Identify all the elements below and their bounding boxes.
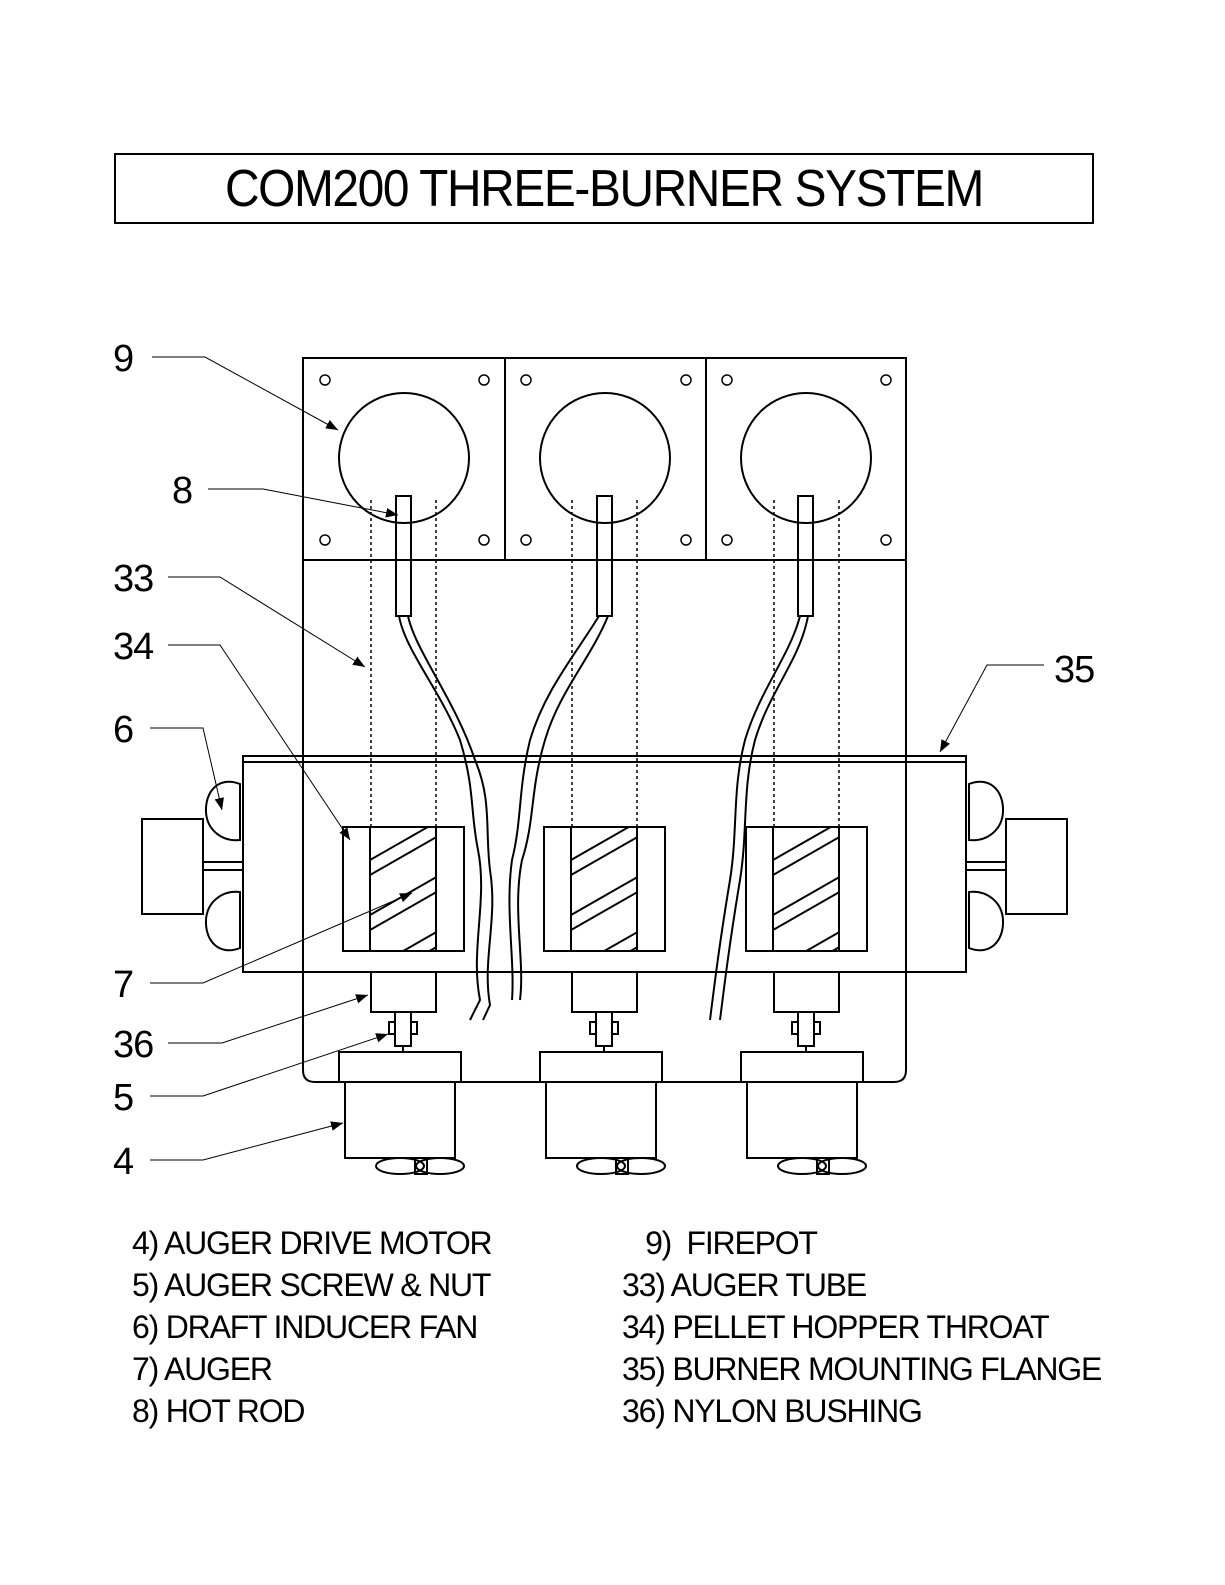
draft-inducer-fan-left (142, 782, 243, 951)
callout-6: 6 (113, 709, 133, 751)
leader-4 (150, 1123, 343, 1160)
auger-tubes (371, 500, 839, 828)
legend-left: 4) AUGER DRIVE MOTOR 5) AUGER SCREW & NU… (132, 1222, 491, 1432)
callout-35: 35 (1054, 649, 1094, 691)
legend-right: 9) FIREPOT 33) AUGER TUBE 34) PELLET HOP… (622, 1222, 1101, 1432)
pellet-hopper-throat-center (544, 827, 665, 951)
leader-7 (150, 893, 412, 983)
auger-drive-motor-right (741, 1052, 866, 1174)
leader-6 (150, 728, 222, 810)
auger-right (773, 820, 843, 985)
firepot-right (741, 393, 871, 523)
hot-rod-right (798, 496, 813, 616)
callout-34: 34 (113, 626, 154, 668)
auger-screw-right (792, 1012, 820, 1052)
callout-5: 5 (113, 1077, 133, 1119)
leader-9 (152, 357, 338, 430)
leader-34 (168, 645, 350, 840)
legend-item: 34) PELLET HOPPER THROAT (622, 1306, 1101, 1348)
auger-screw-left (389, 1012, 417, 1052)
firepot-center (540, 393, 670, 523)
burner-mounting-flange (243, 756, 966, 972)
callouts: 9 8 33 34 6 35 7 36 5 4 (113, 338, 1094, 1183)
legend-item: 6) DRAFT INDUCER FAN (132, 1306, 491, 1348)
auger-center (571, 820, 641, 985)
callout-9: 9 (113, 338, 133, 380)
legend-item: 9) FIREPOT (622, 1222, 1101, 1264)
callout-33: 33 (113, 558, 153, 600)
leader-33 (168, 577, 365, 667)
legend-item: 35) BURNER MOUNTING FLANGE (622, 1348, 1101, 1390)
legend-item: 7) AUGER (132, 1348, 491, 1390)
nylon-bushing-right (774, 972, 839, 1012)
pellet-hopper-throat-right (746, 827, 867, 951)
legend-item: 5) AUGER SCREW & NUT (132, 1264, 491, 1306)
hot-rod-wires (399, 616, 808, 1020)
callout-4: 4 (113, 1141, 134, 1183)
auger-left (370, 820, 440, 985)
bolt-holes (320, 375, 891, 545)
draft-inducer-fan-right (966, 782, 1067, 951)
legend-item: 4) AUGER DRIVE MOTOR (132, 1222, 491, 1264)
callout-36: 36 (113, 1024, 153, 1066)
auger-drive-motor-center (540, 1052, 665, 1174)
hot-rod-center (597, 496, 612, 616)
leader-36 (168, 995, 368, 1043)
auger-screw-center (590, 1012, 618, 1052)
leader-35 (940, 665, 1044, 752)
hot-rod-left (396, 496, 411, 616)
pellet-hopper-throat-left (343, 827, 464, 951)
firepot-left (339, 393, 469, 523)
burner-housing (303, 358, 906, 1082)
nylon-bushing-center (572, 972, 637, 1012)
legend-item: 8) HOT ROD (132, 1390, 491, 1432)
legend-item: 36) NYLON BUSHING (622, 1390, 1101, 1432)
legend-item: 33) AUGER TUBE (622, 1264, 1101, 1306)
callout-7: 7 (113, 964, 133, 1006)
nylon-bushing-left (371, 972, 436, 1012)
callout-8: 8 (172, 470, 192, 512)
auger-drive-motor-left (339, 1052, 464, 1174)
